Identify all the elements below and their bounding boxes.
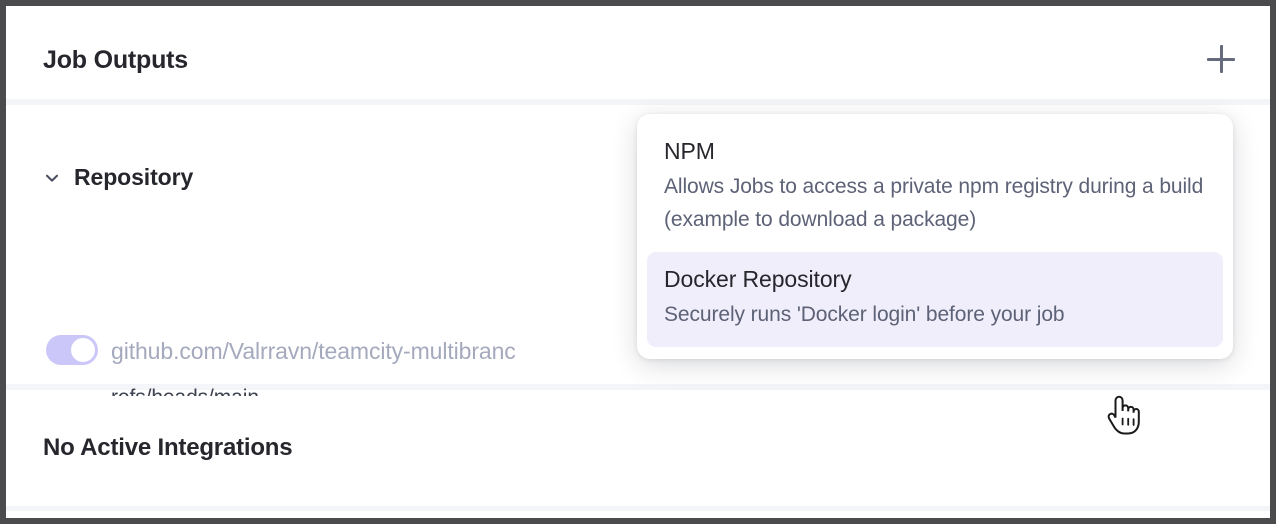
page-title: Job Outputs xyxy=(43,46,189,74)
toggle-knob xyxy=(71,338,95,362)
page-viewport: Job Outputs Repository github.com/Valrra… xyxy=(6,6,1270,518)
job-outputs-header: Job Outputs xyxy=(6,6,1270,105)
dropdown-item-description: Securely runs 'Docker login' before your… xyxy=(664,303,1065,326)
repository-section-toggle[interactable]: Repository xyxy=(43,164,193,191)
chevron-down-icon xyxy=(45,174,59,182)
plus-icon-stem xyxy=(1220,45,1223,73)
repository-url: github.com/Valrravn/teamcity-multibranc xyxy=(111,338,516,364)
add-job-output-button[interactable] xyxy=(1199,37,1243,81)
repository-enabled-toggle[interactable] xyxy=(46,335,98,365)
dropdown-item-npm[interactable]: NPM Allows Jobs to access a private npm … xyxy=(647,124,1223,252)
dropdown-item-docker-repository[interactable]: Docker Repository Securely runs 'Docker … xyxy=(647,252,1223,347)
dropdown-item-title: Docker Repository xyxy=(664,266,852,292)
repository-section-label: Repository xyxy=(74,164,194,190)
integrations-title: No Active Integrations xyxy=(43,434,293,461)
integrations-section: No Active Integrations xyxy=(6,396,1270,511)
integration-type-dropdown[interactable]: NPM Allows Jobs to access a private npm … xyxy=(637,114,1233,359)
dropdown-item-description: Allows Jobs to access a private npm regi… xyxy=(664,175,1204,231)
dropdown-item-title: NPM xyxy=(664,138,715,164)
